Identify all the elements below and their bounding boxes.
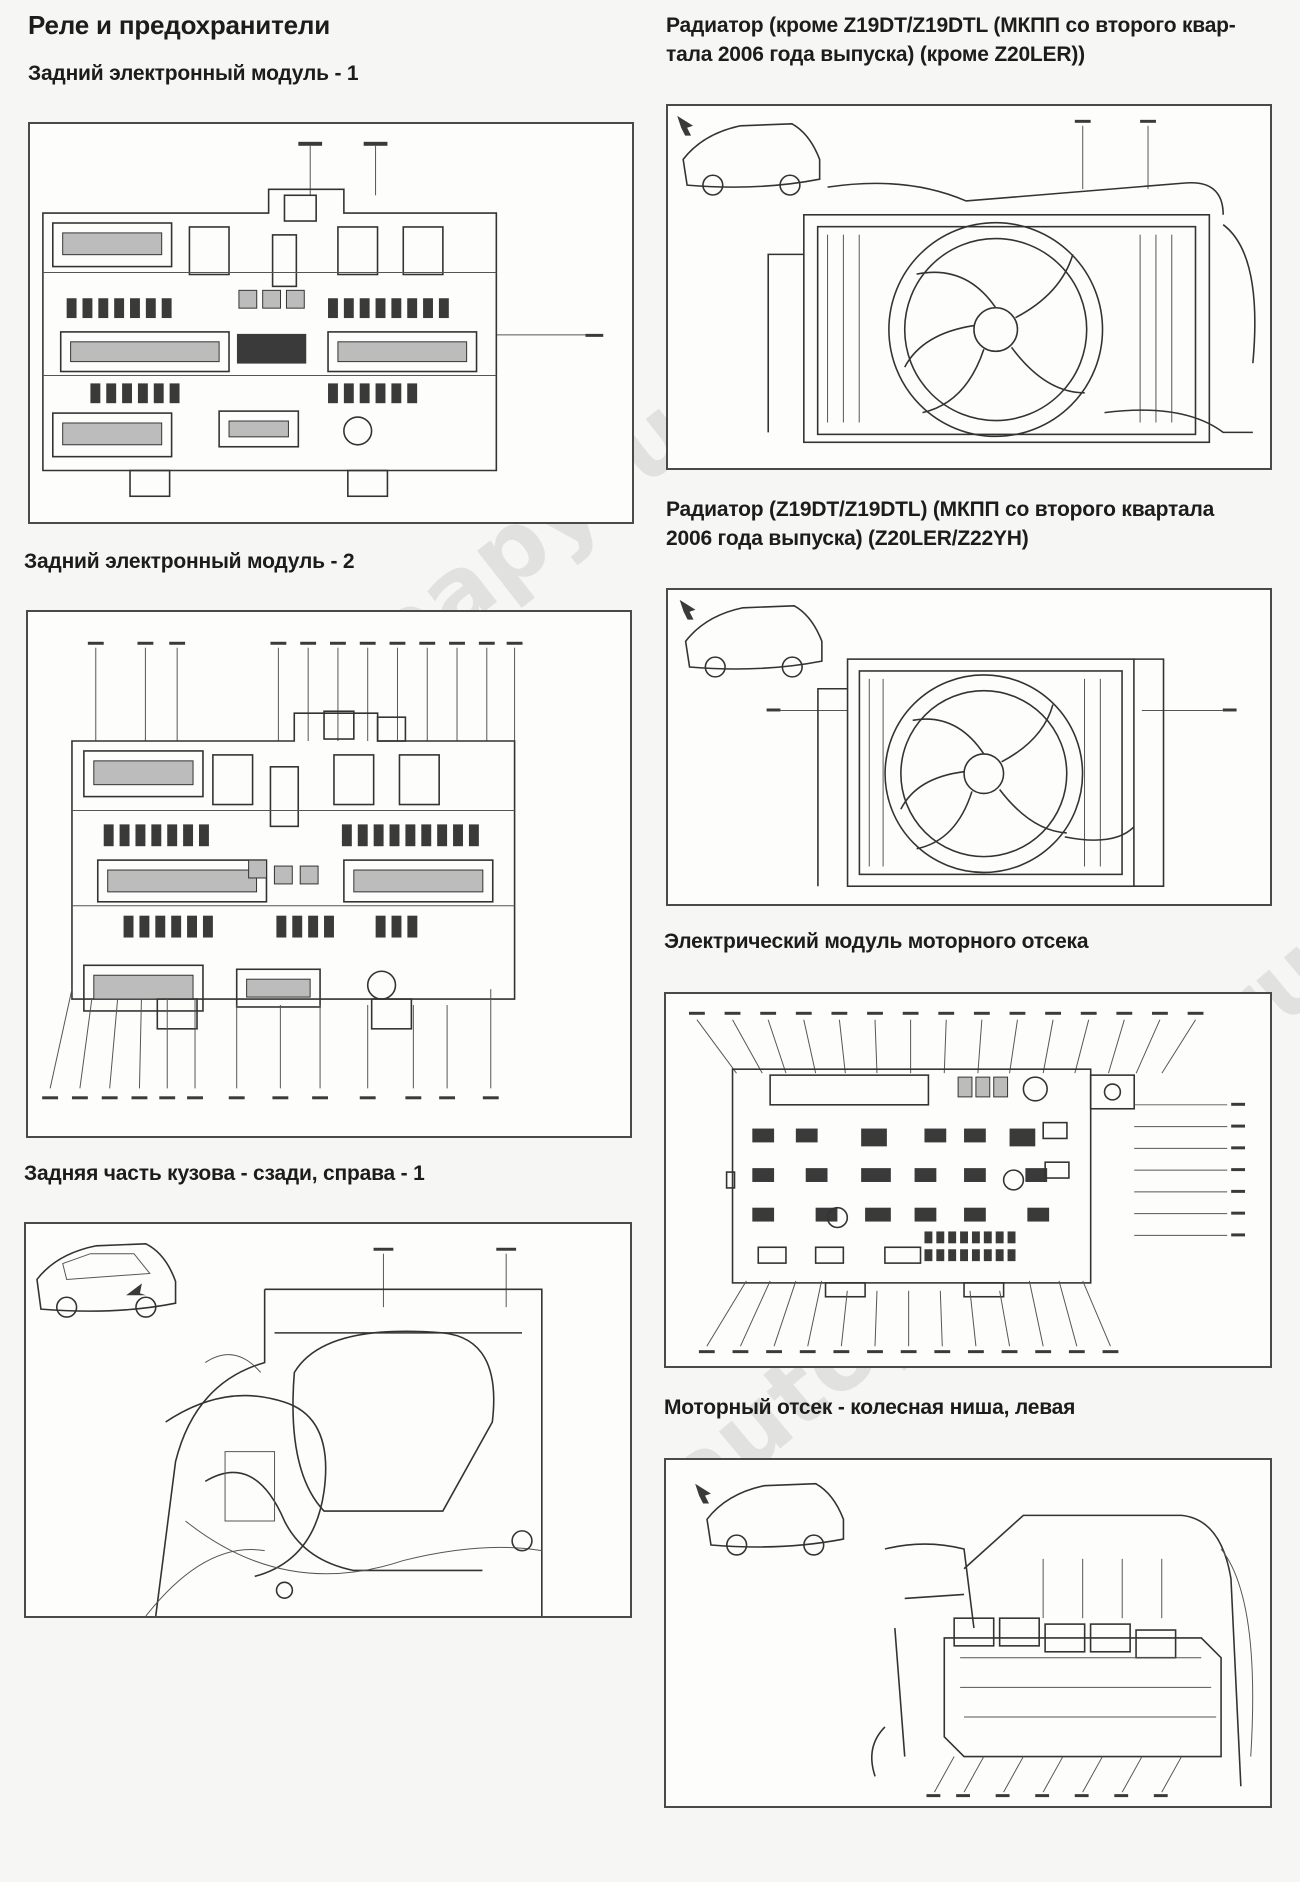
caption-rear-module-1: Задний электронный модуль - 1: [28, 62, 359, 85]
wheel-well-drawing: [695, 1482, 1254, 1798]
caption-rear-body: Задняя часть кузова - сзади, справа - 1: [24, 1162, 425, 1185]
caption-radiator-2-line1: Радиатор (Z19DT/Z19DTL) (МКПП со второго…: [666, 498, 1215, 521]
radiator-drawing-2: [679, 599, 1237, 888]
figure-wheel-well: [664, 1458, 1272, 1808]
fuse-box-drawing-2: [42, 641, 523, 1100]
figure-rear-module-1: [28, 122, 634, 524]
figure-radiator-1: [666, 104, 1272, 470]
figure-radiator-2: [666, 588, 1272, 906]
caption-rear-module-2: Задний электронный модуль - 2: [24, 550, 355, 573]
caption-wheel-well: Моторный отсек - колесная ниша, левая: [664, 1396, 1076, 1419]
caption-radiator-1-line2: тала 2006 года выпуска) (кроме Z20LER)): [666, 43, 1085, 66]
caption-radiator-2-line2: 2006 года выпуска) (Z20LER/Z22YH): [666, 527, 1029, 550]
figure-rear-module-2: [26, 610, 632, 1138]
figure-rear-body: [24, 1222, 632, 1618]
radiator-drawing-1: [677, 115, 1256, 444]
caption-radiator-1-line1: Радиатор (кроме Z19DT/Z19DTL (МКПП со вт…: [666, 14, 1236, 37]
engine-fuse-box-drawing: [689, 1011, 1246, 1354]
caption-engine-module: Электрический модуль моторного отсека: [664, 930, 1089, 953]
rear-body-drawing: [36, 1242, 543, 1616]
figure-engine-module: [664, 992, 1272, 1368]
fuse-box-drawing-1: [42, 141, 604, 498]
page-title: Реле и предохранители: [28, 10, 330, 40]
